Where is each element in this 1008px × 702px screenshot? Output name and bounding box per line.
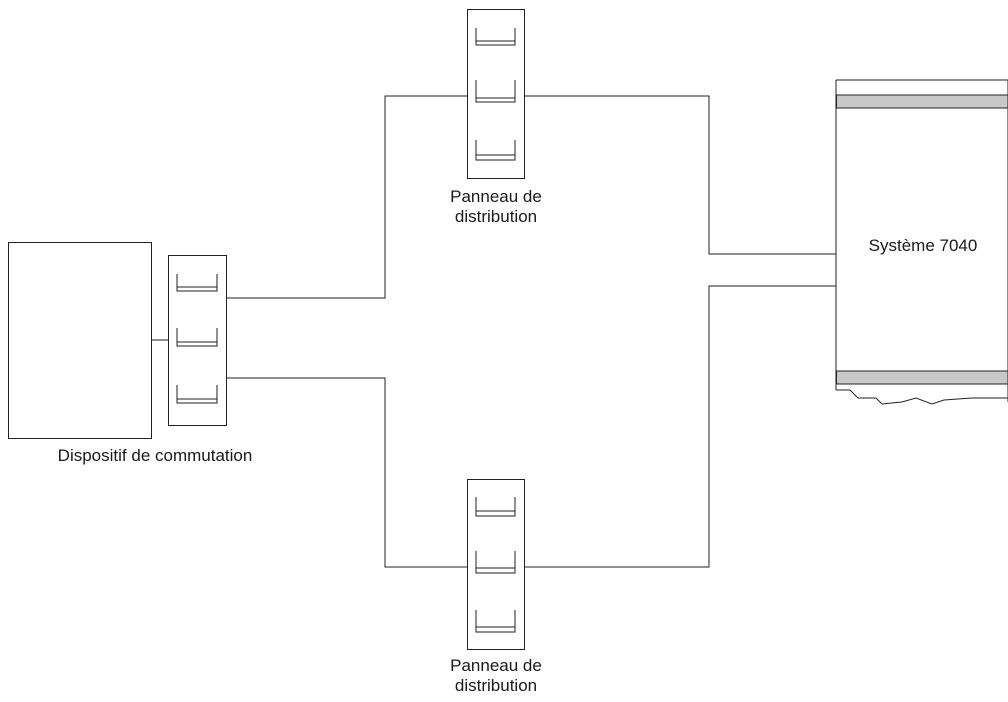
- system-bottom-band: [836, 370, 1008, 385]
- system-label: Système 7040: [868, 236, 978, 255]
- bottom-panel-label-line2: distribution: [454, 676, 538, 695]
- bottom-panel-port-1: [475, 497, 516, 517]
- switch-port-2: [176, 328, 218, 347]
- switch-device-label: Dispositif de commutation: [57, 446, 253, 465]
- switching-device: [8, 242, 227, 439]
- distribution-panel-top: [467, 9, 525, 179]
- cable-bottom-panel-to-system: [524, 285, 836, 568]
- top-panel-port-1: [475, 28, 516, 46]
- top-panel-port-3: [475, 140, 516, 161]
- system-base-edge: [836, 389, 1008, 405]
- bottom-panel-label-line1: Panneau de: [450, 656, 542, 675]
- cable-top-panel-to-system: [524, 95, 836, 255]
- bottom-panel-port-3: [475, 610, 516, 633]
- system-7040: [835, 79, 1008, 405]
- top-panel-label-line1: Panneau de: [450, 187, 542, 206]
- switch-port-3: [176, 385, 218, 404]
- system-top-band: [836, 94, 1008, 109]
- distribution-panel-bottom: [467, 479, 525, 650]
- top-panel-label-line2: distribution: [454, 207, 538, 226]
- switch-chassis: [8, 242, 152, 439]
- switch-port-1: [176, 274, 218, 292]
- top-panel-label: Panneau de distribution: [420, 187, 572, 227]
- cable-switch-to-bottom-panel: [226, 377, 467, 568]
- top-panel-port-2: [475, 80, 516, 103]
- cable-switch-to-top-panel: [226, 95, 467, 299]
- bottom-panel-port-2: [475, 551, 516, 574]
- bottom-panel-label: Panneau de distribution: [420, 656, 572, 696]
